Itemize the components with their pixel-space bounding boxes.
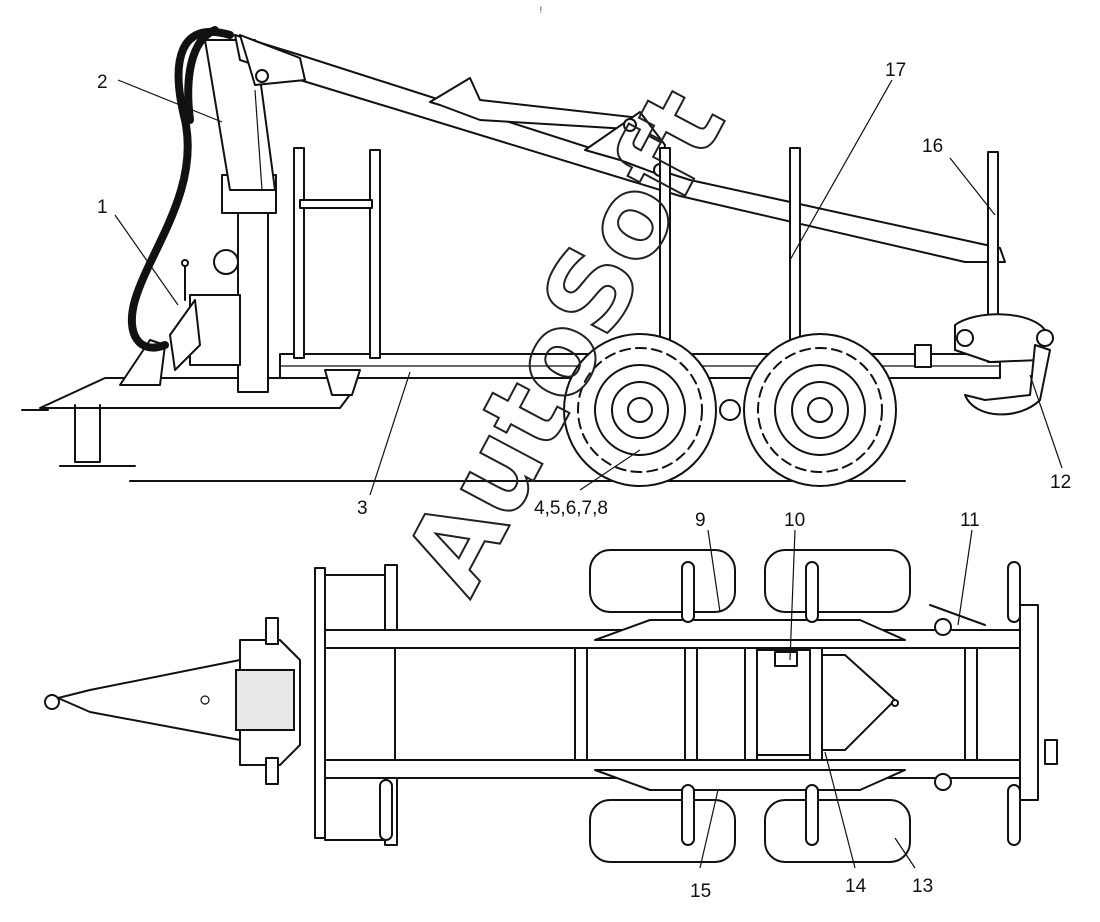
slew-motor	[213, 249, 239, 275]
bogie-pivot	[719, 399, 741, 421]
rear-plate	[1019, 604, 1039, 801]
callout-labels: ᵎ 1 2 3 4,5,6,7,8 9 10 11 12 13 14 15 16…	[97, 3, 1071, 902]
brake-valve	[934, 618, 952, 636]
top-drawbar	[57, 659, 241, 741]
top-wheel-3	[589, 799, 736, 863]
hydraulic-tank-cap	[774, 651, 798, 667]
callout-17: 17	[885, 60, 906, 81]
crane-column	[237, 209, 269, 393]
bogie-beam-upper	[594, 619, 906, 641]
callout-16: 16	[922, 136, 943, 157]
top-stakes	[379, 561, 1021, 846]
callout-2: 2	[97, 72, 108, 93]
callout-9: 9	[695, 510, 706, 531]
bogie-beam-lower	[594, 769, 906, 791]
callout-4-8: 4,5,6,7,8	[534, 498, 608, 519]
top-wheel-4	[764, 799, 911, 863]
callout-15: 15	[690, 881, 711, 902]
wheel-front	[563, 333, 717, 487]
top-mark: ᵎ	[540, 3, 542, 17]
top-view	[44, 549, 1058, 863]
drawbar	[39, 377, 353, 409]
callout-10: 10	[784, 510, 805, 531]
callout-13: 13	[912, 876, 933, 897]
hydraulic-hose	[127, 27, 234, 352]
callout-1: 1	[97, 197, 108, 218]
callout-14: 14	[845, 876, 867, 897]
callout-12: 12	[1050, 472, 1071, 493]
support-leg	[74, 404, 101, 463]
stakes	[293, 147, 999, 363]
grapple	[954, 313, 1054, 416]
wheel-rear	[743, 333, 897, 487]
top-wheel-1	[589, 549, 736, 613]
leader-lines	[114, 79, 1063, 869]
center-plate	[756, 649, 811, 756]
callout-3: 3	[357, 498, 368, 519]
turntable-plate	[235, 669, 295, 731]
callout-11: 11	[960, 510, 980, 531]
side-view	[21, 26, 1054, 487]
top-wheel-2	[764, 549, 911, 613]
